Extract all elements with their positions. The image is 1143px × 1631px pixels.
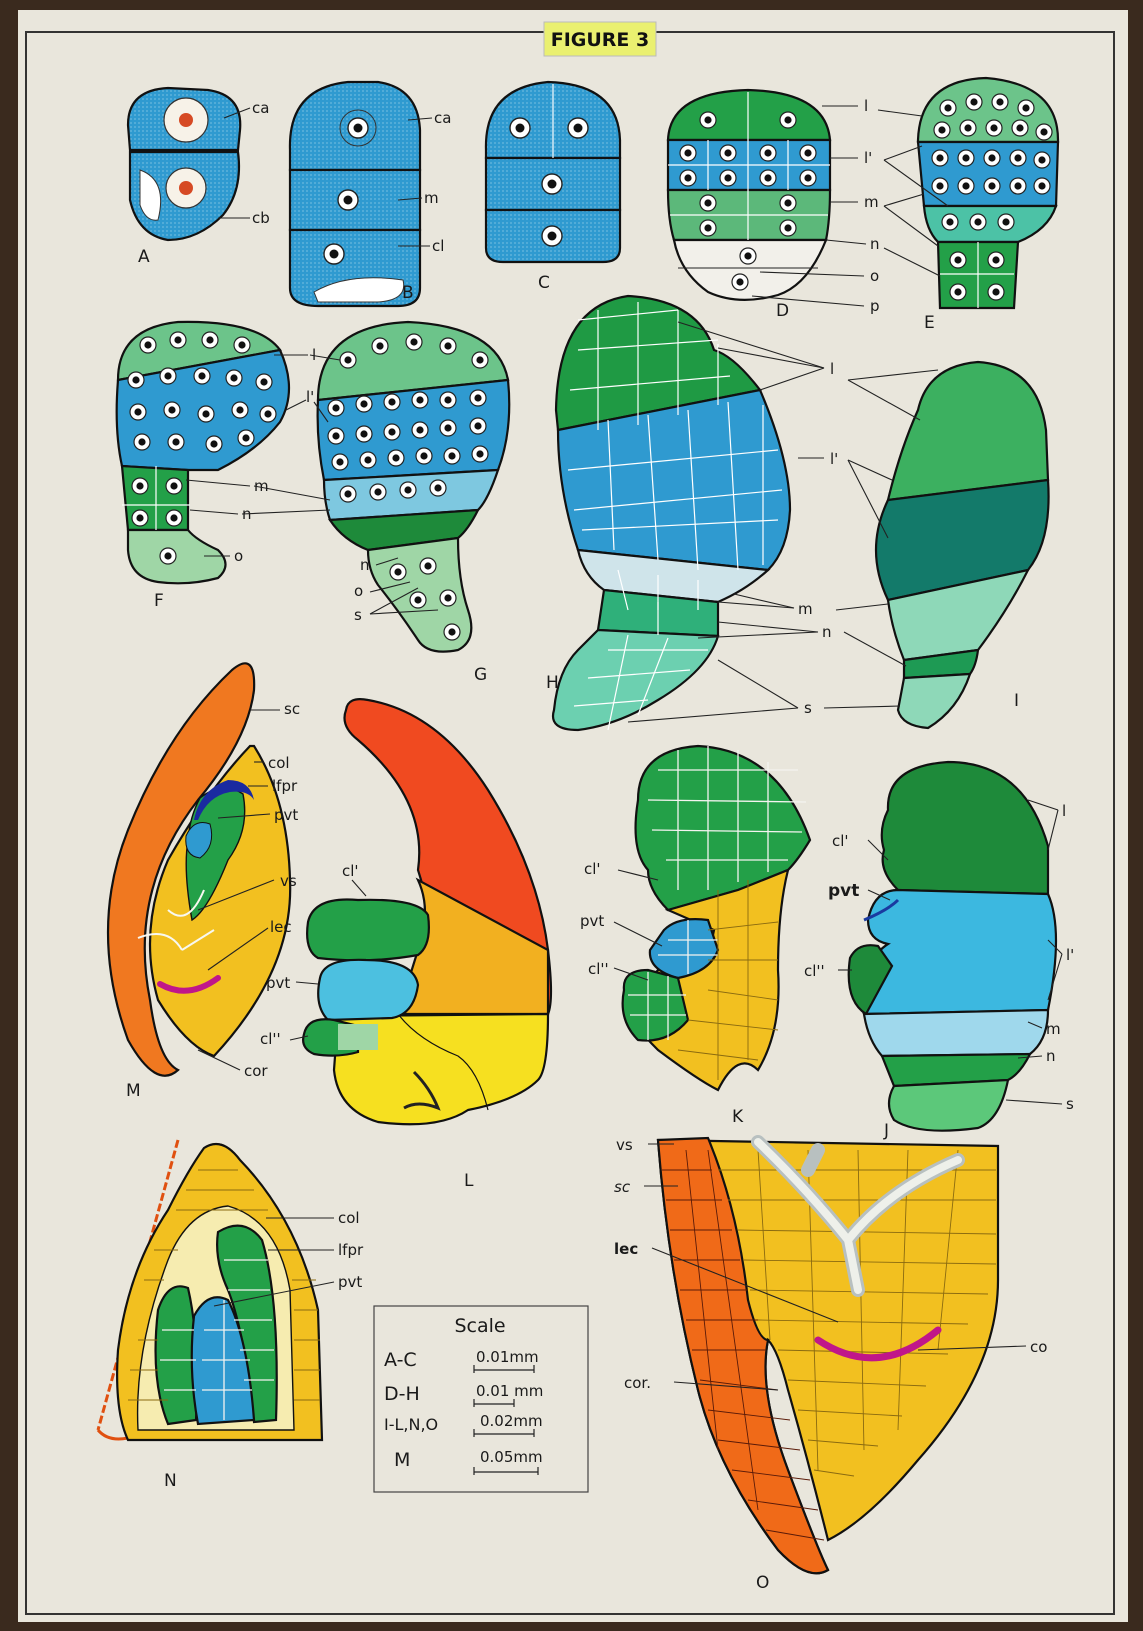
label-l-H: l bbox=[830, 360, 834, 378]
panel-D: l l' m n o p D bbox=[668, 90, 880, 321]
scale-value-1: 0.01mm bbox=[476, 1348, 539, 1366]
label-m-D: m bbox=[864, 193, 879, 211]
scale-heading: Scale bbox=[454, 1315, 505, 1337]
label-m-H: m bbox=[798, 600, 813, 618]
label-n-D: n bbox=[870, 235, 880, 253]
label-co-O: co bbox=[1030, 1338, 1047, 1356]
panel-label-F: F bbox=[154, 591, 164, 611]
panel-label-H: H bbox=[546, 673, 559, 693]
label-pvt-J: pvt bbox=[828, 881, 859, 901]
label-l-prime-H: l' bbox=[830, 450, 838, 468]
label-p-D: p bbox=[870, 297, 880, 315]
panel-F: l l' m n o F bbox=[117, 322, 317, 611]
label-lec-O: lec bbox=[614, 1240, 638, 1258]
scale-range-1: A-C bbox=[384, 1349, 417, 1371]
panel-A: ca cb A bbox=[128, 88, 270, 267]
scale-range-2: D-H bbox=[384, 1383, 420, 1405]
panel-label-B: B bbox=[402, 283, 414, 303]
label-sc-M: sc bbox=[284, 700, 300, 718]
scale-value-2: 0.01 mm bbox=[476, 1382, 543, 1400]
figure-title: FIGURE 3 bbox=[544, 22, 656, 56]
panel-N: col lfpr pvt N bbox=[98, 1140, 364, 1491]
scale-value-3: 0.02mm bbox=[480, 1412, 543, 1430]
panel-H: l l' m n s H bbox=[546, 296, 838, 730]
scale-range-4: M bbox=[394, 1449, 410, 1471]
label-o-D: o bbox=[870, 267, 879, 285]
label-l-prime-J: l' bbox=[1066, 946, 1074, 964]
panel-label-N: N bbox=[164, 1471, 177, 1491]
panel-O: vs sc lec co cor. O bbox=[614, 1136, 1047, 1593]
label-n-J: n bbox=[1046, 1047, 1056, 1065]
panel-K: cl' pvt cl'' K bbox=[580, 746, 810, 1127]
label-m-B: m bbox=[424, 189, 439, 207]
scale-box: Scale A-C 0.01mm D-H 0.01 mm I-L,N,O 0.0… bbox=[374, 1306, 588, 1492]
label-cl-dprime-J: cl'' bbox=[804, 962, 825, 980]
label-l-J: l bbox=[1062, 802, 1066, 820]
label-ca-B: ca bbox=[434, 109, 451, 127]
label-cb: cb bbox=[252, 209, 270, 227]
panel-I: I bbox=[824, 362, 1049, 728]
label-col-N: col bbox=[338, 1209, 360, 1227]
figure-3-plate: FIGURE 3 ca cb A ca m cl B bbox=[18, 10, 1128, 1622]
label-vs-O: vs bbox=[616, 1136, 633, 1154]
panel-B: ca m cl B bbox=[290, 82, 452, 306]
label-lfpr-M: lfpr bbox=[272, 777, 298, 795]
label-o-F: o bbox=[234, 547, 243, 565]
panel-label-D: D bbox=[776, 301, 789, 321]
panel-C: C bbox=[486, 82, 620, 293]
label-cor-M: cor bbox=[244, 1062, 268, 1080]
label-pvt-M: pvt bbox=[274, 806, 298, 824]
label-pvt-K: pvt bbox=[580, 912, 604, 930]
label-lec-M: lec bbox=[270, 918, 292, 936]
panel-label-O: O bbox=[756, 1573, 769, 1593]
label-lfpr-N: lfpr bbox=[338, 1241, 364, 1259]
panel-label-C: C bbox=[538, 273, 550, 293]
label-l-prime-D: l' bbox=[864, 149, 872, 167]
label-s-H: s bbox=[804, 699, 812, 717]
label-cor-O: cor. bbox=[624, 1374, 651, 1392]
title-text: FIGURE 3 bbox=[551, 29, 650, 51]
label-n-G: n bbox=[360, 556, 370, 574]
panel-label-E: E bbox=[924, 313, 935, 333]
label-pvt-N: pvt bbox=[338, 1273, 362, 1291]
label-cl-dprime-L: cl'' bbox=[260, 1030, 281, 1048]
label-l-prime-F: l' bbox=[306, 388, 314, 406]
panel-label-G: G bbox=[474, 665, 487, 685]
scale-range-3: I-L,N,O bbox=[384, 1415, 438, 1434]
label-l-D: l bbox=[864, 97, 868, 115]
panel-label-J: J bbox=[883, 1121, 889, 1141]
label-vs-M: vs bbox=[280, 872, 297, 890]
panel-label-M: M bbox=[126, 1081, 141, 1101]
figure-page: FIGURE 3 ca cb A ca m cl B bbox=[18, 10, 1128, 1622]
label-o-G: o bbox=[354, 582, 363, 600]
scale-value-4: 0.05mm bbox=[480, 1448, 543, 1466]
panel-label-K: K bbox=[732, 1107, 744, 1127]
label-n-H: n bbox=[822, 623, 832, 641]
label-cl-prime-L: cl' bbox=[342, 862, 359, 880]
label-s-G: s bbox=[354, 606, 362, 624]
panel-J: cl' pvt cl'' l l' m n s J bbox=[804, 762, 1074, 1141]
label-ca: ca bbox=[252, 99, 269, 117]
label-pvi-L: pvt bbox=[266, 974, 290, 992]
label-sc-O: sc bbox=[614, 1178, 631, 1196]
label-cl-prime-J: cl' bbox=[832, 832, 849, 850]
label-m-J: m bbox=[1046, 1020, 1061, 1038]
panel-E: E bbox=[878, 78, 1058, 333]
label-s-J: s bbox=[1066, 1095, 1074, 1113]
panel-label-I: I bbox=[1014, 691, 1019, 711]
panel-label-A: A bbox=[138, 247, 150, 267]
label-cl-prime-K: cl' bbox=[584, 860, 601, 878]
label-cl-dprime-K: cl'' bbox=[588, 960, 609, 978]
label-cl-B: cl bbox=[432, 237, 444, 255]
label-col-M: col bbox=[268, 754, 290, 772]
panel-label-L: L bbox=[464, 1171, 474, 1191]
panel-L: cl' pvt cl'' L bbox=[260, 699, 551, 1191]
